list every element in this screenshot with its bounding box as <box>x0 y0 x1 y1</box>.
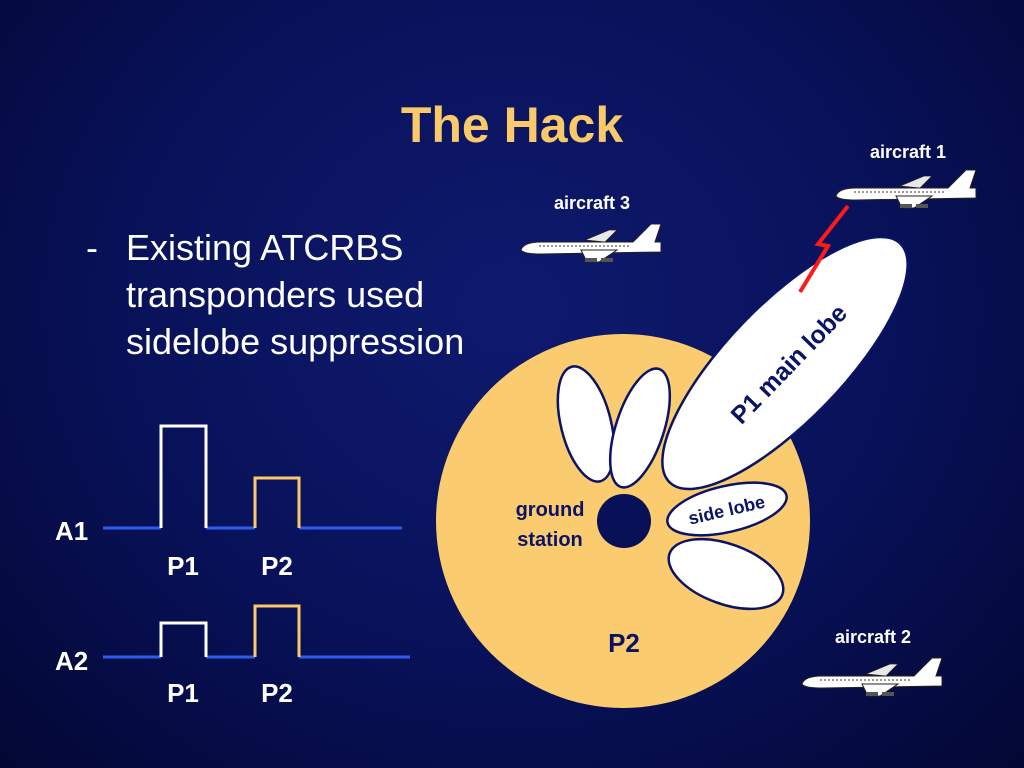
row-label-a1: A1 <box>55 516 88 546</box>
row-label-a2: A2 <box>55 646 88 676</box>
ground-station-diagram: P1 main lobe side lobe ground station P2 <box>436 235 909 708</box>
ground-station-label-2: station <box>517 529 583 551</box>
p2-disc-label: P2 <box>608 628 640 658</box>
bullet-line-2: transponders used <box>126 274 425 315</box>
side-lobe-right <box>666 481 788 537</box>
pulse-diagram: A1 P1 P2 A2 P1 P2 <box>55 424 410 708</box>
ground-station-label-1: ground <box>516 499 585 521</box>
a2-p2-pulse <box>253 604 301 657</box>
aircraft-2-icon <box>801 657 943 697</box>
ground-station-antenna <box>597 494 651 548</box>
bullet-marker: - <box>86 227 98 268</box>
side-lobe-lower <box>667 537 785 611</box>
bullet-line-3: sidelobe suppression <box>126 321 465 362</box>
aircraft-2-label: aircraft 2 <box>835 627 911 647</box>
a1-p1-pulse <box>159 424 208 528</box>
bullet-text: Existing ATCRBS transponders used sidelo… <box>126 224 506 365</box>
a1-p1-label: P1 <box>167 551 199 581</box>
side-lobe-upper-right <box>608 367 672 489</box>
side-lobe-upper-left <box>556 365 616 483</box>
a1-p2-pulse <box>253 476 301 528</box>
aircraft-1-icon <box>835 169 977 209</box>
aircraft-1-label: aircraft 1 <box>870 142 946 162</box>
a2-p1-pulse <box>159 621 208 657</box>
a2-p1-label: P1 <box>167 678 199 708</box>
p1-main-lobe <box>661 235 909 491</box>
bullet-line-1: Existing ATCRBS <box>126 227 404 268</box>
aircraft-3-label: aircraft 3 <box>554 193 630 213</box>
bullet-point: - Existing ATCRBS transponders used side… <box>86 224 506 365</box>
aircraft-3-icon <box>520 223 662 263</box>
a1-p2-label: P2 <box>261 551 293 581</box>
a2-p2-label: P2 <box>261 678 293 708</box>
interrogation-signal-bolt <box>798 204 850 294</box>
slide-title: The Hack <box>400 97 624 153</box>
